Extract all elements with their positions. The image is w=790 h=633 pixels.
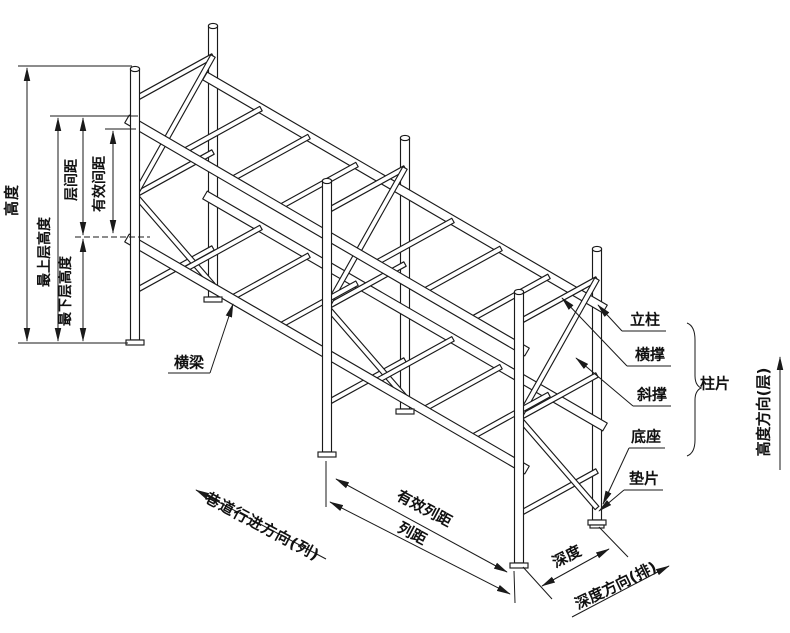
label-height: 高度 <box>2 183 21 217</box>
arrow-aisle-direction <box>195 489 327 560</box>
dimension-lines <box>18 65 784 618</box>
label-bottom-level-height: 最下层高度 <box>58 256 74 326</box>
label-horizontal-brace: 横撑 <box>634 345 666 364</box>
label-upright: 立柱 <box>629 310 661 329</box>
leader-beam <box>209 303 234 374</box>
ext-depth-back <box>598 526 629 558</box>
label-base: 底座 <box>630 427 662 446</box>
leader-diagonal-brace <box>575 357 634 407</box>
arrow-depth-direction <box>571 565 670 618</box>
ext-right-column-base <box>513 570 516 604</box>
dim-depth <box>541 548 610 587</box>
leader-horizontal-brace <box>561 297 628 367</box>
label-top-level-height: 最上层高度 <box>37 217 53 287</box>
dim-effective-column-spacing <box>335 478 508 573</box>
label-diagonal-brace: 斜撑 <box>636 385 668 404</box>
label-shim: 垫片 <box>628 469 660 488</box>
rack-members <box>124 22 608 569</box>
ext-depth-front <box>522 566 553 600</box>
label-beam: 横梁 <box>173 353 205 372</box>
label-level-spacing: 层间距 <box>64 159 80 201</box>
leader-shim <box>598 489 625 512</box>
dim-column-spacing <box>329 501 511 595</box>
label-effective-spacing: 有效间距 <box>92 156 108 212</box>
brace-upright-frame <box>686 322 703 457</box>
leader-base <box>602 447 630 505</box>
label-height-direction: 高度方向(层) <box>754 367 773 457</box>
leader-upright <box>597 304 623 332</box>
label-upright-frame: 柱片 <box>699 374 731 393</box>
